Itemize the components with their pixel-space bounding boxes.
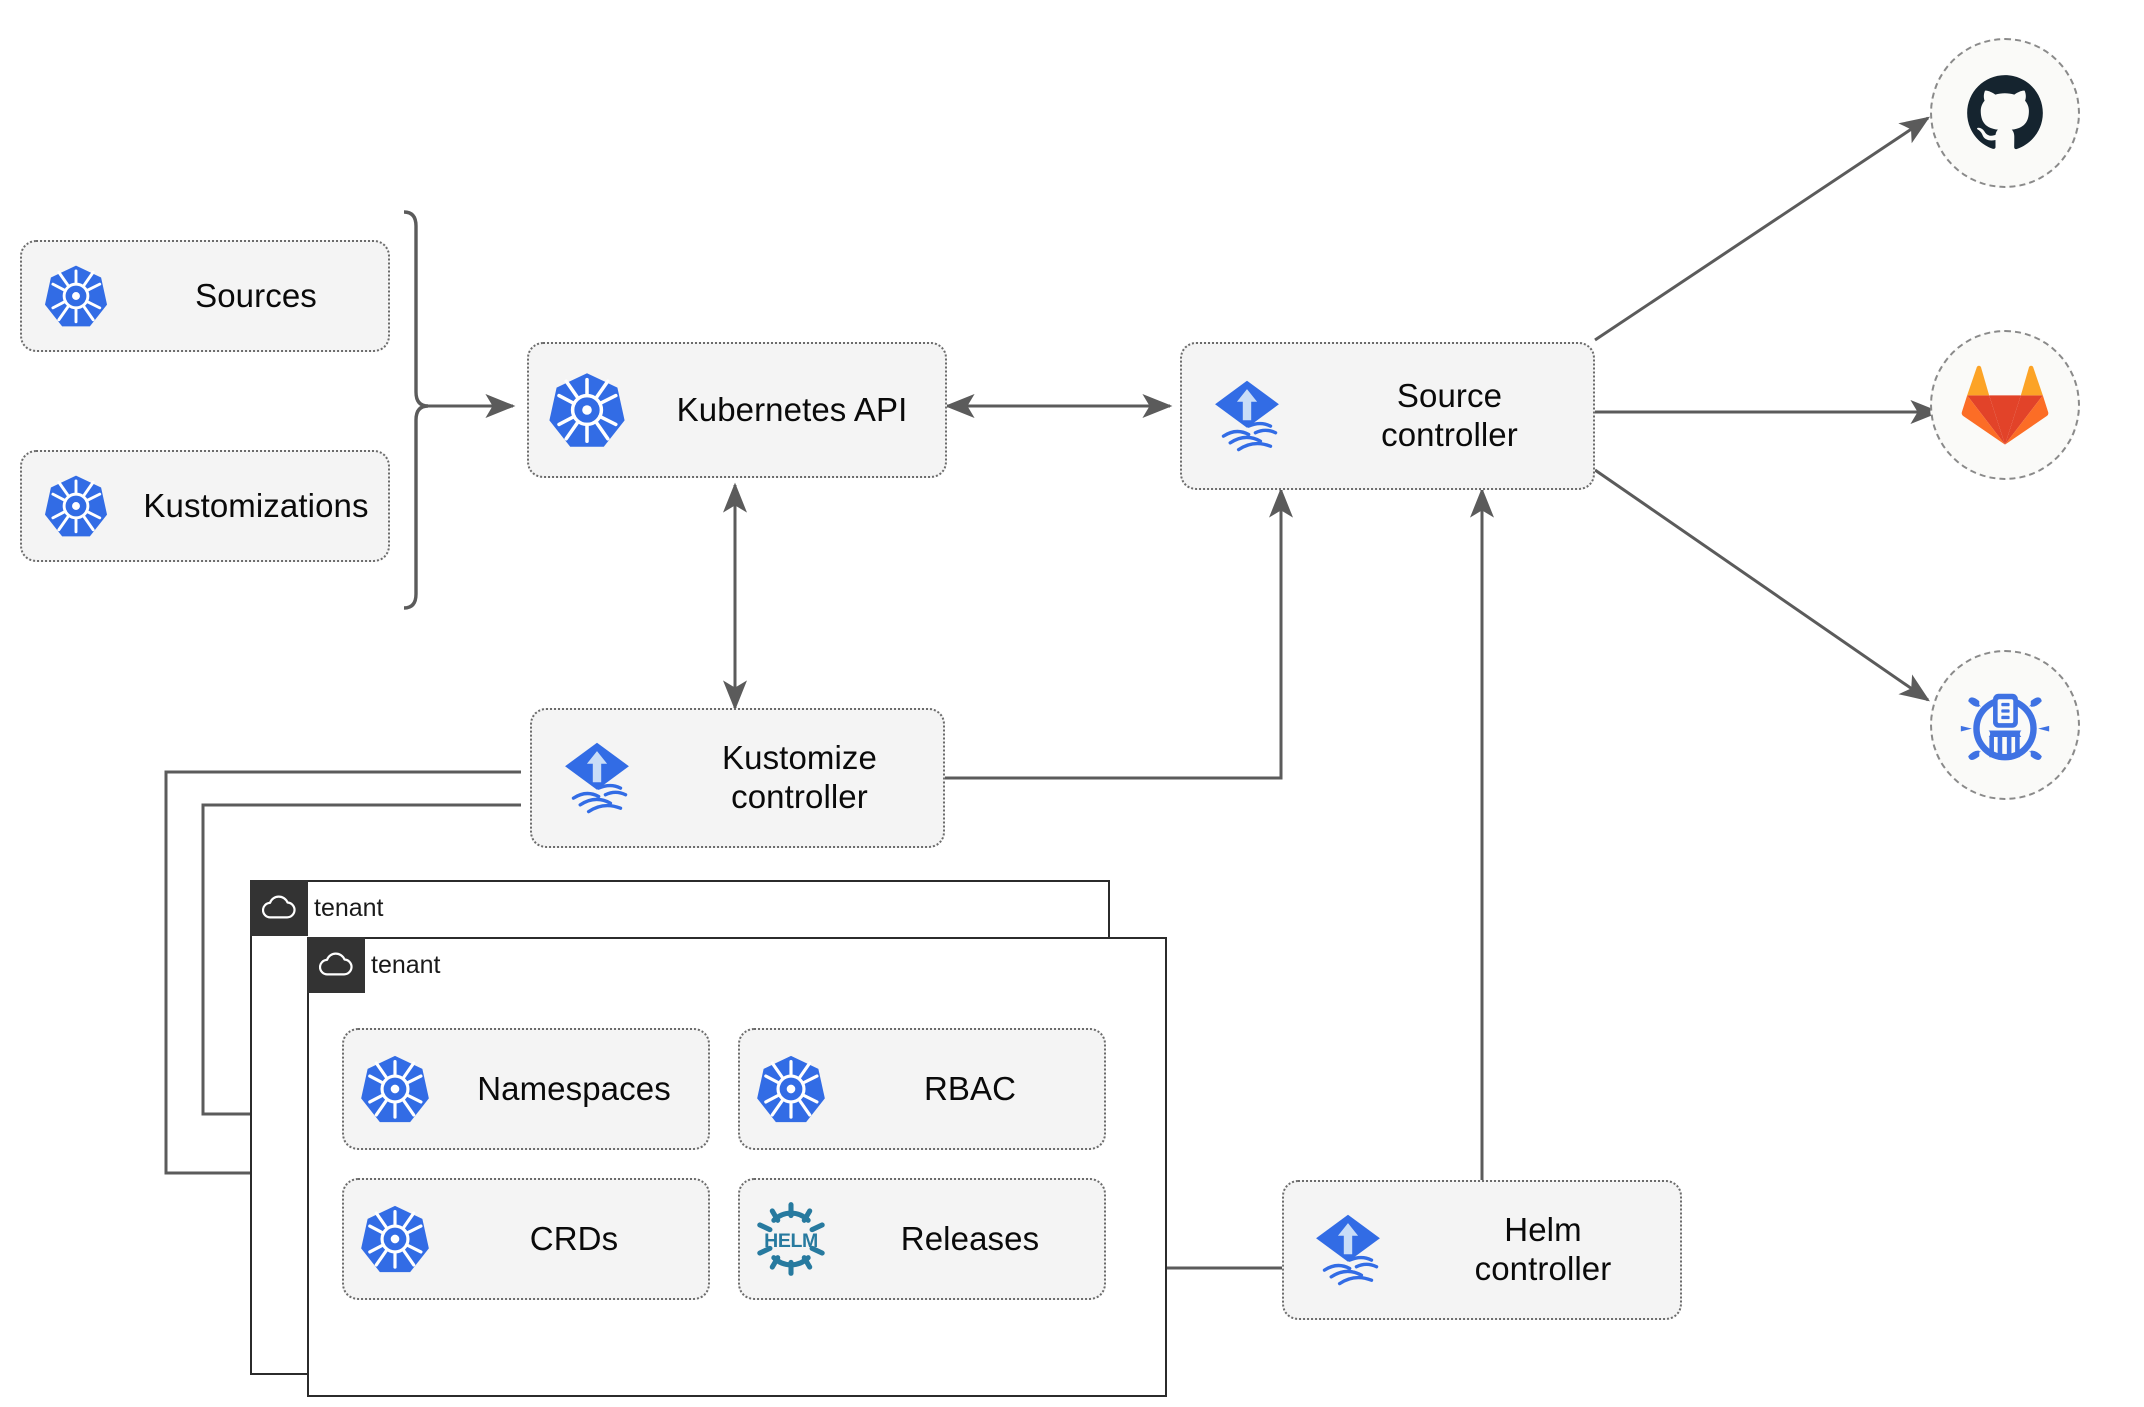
kubernetes-icon (344, 1203, 446, 1275)
provider-github[interactable] (1930, 38, 2080, 188)
input-card-sources[interactable]: Sources (20, 240, 390, 352)
wire-kustomize-to-source (945, 487, 1293, 780)
wire-source-to-github (1594, 116, 1930, 342)
input-card-kustomizations[interactable]: Kustomizations (20, 450, 390, 562)
cloud-icon (262, 895, 296, 919)
kubernetes-icon (529, 370, 645, 450)
cloud-icon-tab (307, 937, 365, 993)
tenant-resource-label: CRDs (529, 1219, 619, 1257)
tenant-resource-label: Namespaces (477, 1069, 671, 1107)
node-helm-controller[interactable]: Helm controller (1282, 1180, 1682, 1320)
kubernetes-icon (344, 1053, 446, 1125)
wire-source-to-bucket (1594, 468, 1930, 702)
node-source-controller[interactable]: Source controller (1180, 342, 1595, 490)
tenant-resource-label: Releases (900, 1219, 1040, 1257)
tenant-resource-crds[interactable]: CRDs (342, 1178, 710, 1300)
tenant-resource-rbac[interactable]: RBAC (738, 1028, 1106, 1150)
provider-bucket[interactable] (1930, 650, 2080, 800)
kubernetes-icon (740, 1053, 842, 1125)
flux-icon (1182, 374, 1312, 458)
tenant-resource-label: RBAC (923, 1069, 1017, 1107)
provider-gitlab[interactable] (1930, 330, 2080, 480)
helm-icon: HELM (740, 1200, 842, 1278)
cloud-icon (319, 952, 353, 976)
flux-icon (532, 736, 662, 820)
node-label: Helm controller (1474, 1211, 1612, 1287)
input-card-label: Kustomizations (143, 486, 369, 524)
input-brace (403, 210, 429, 610)
svg-text:HELM: HELM (764, 1230, 818, 1252)
node-label: Kubernetes API (676, 390, 908, 428)
tenant-resource-releases[interactable]: HELM Releases (738, 1178, 1106, 1300)
github-icon (1967, 75, 2043, 150)
node-kustomize-controller[interactable]: Kustomize controller (530, 708, 945, 848)
flux-icon (1284, 1208, 1412, 1292)
kubernetes-icon (22, 473, 130, 539)
gitlab-icon (1961, 365, 2049, 445)
input-card-label: Sources (195, 276, 317, 314)
node-label: Kustomize controller (722, 739, 877, 815)
tenant-resource-namespaces[interactable]: Namespaces (342, 1028, 710, 1150)
kubernetes-icon (22, 263, 130, 329)
cloud-icon-tab (250, 880, 308, 936)
bucket-icon (1960, 693, 2050, 761)
node-label: Source controller (1381, 377, 1518, 453)
tenant-label: tenant (371, 950, 441, 979)
tenant-label: tenant (314, 893, 384, 922)
node-kubernetes-api[interactable]: Kubernetes API (527, 342, 947, 478)
tenant-container-front[interactable]: tenant (307, 937, 1167, 1397)
